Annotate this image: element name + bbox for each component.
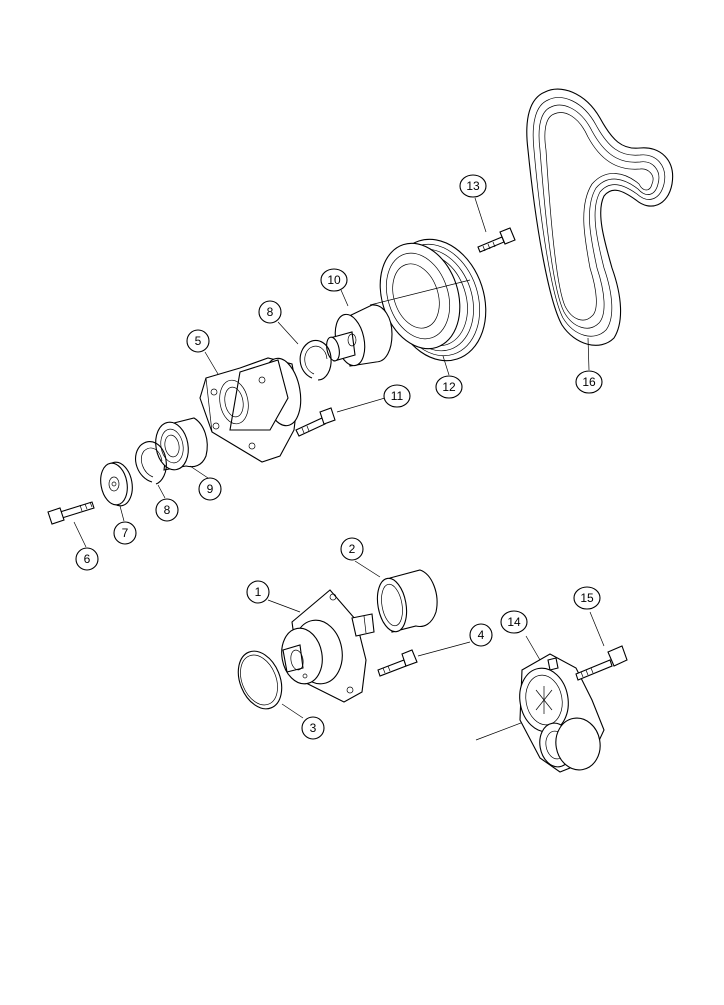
callout-9-label: 9 xyxy=(207,482,214,496)
callout-4: 4 xyxy=(469,623,493,647)
callout-8-upper-label: 8 xyxy=(267,305,274,319)
callout-8-upper: 8 xyxy=(258,300,282,324)
leader-8b xyxy=(157,484,166,499)
callout-11-label: 11 xyxy=(391,389,404,403)
part-9-bearing xyxy=(155,417,208,471)
part-16-drive-belt xyxy=(526,88,674,346)
leader-2 xyxy=(354,560,381,578)
callout-5: 5 xyxy=(186,329,210,353)
leader-9 xyxy=(189,465,209,479)
leader-10 xyxy=(340,289,349,307)
part-14-belt-tensioner xyxy=(475,653,605,773)
callout-16-label: 16 xyxy=(582,375,596,389)
leader-11 xyxy=(336,397,386,413)
callout-2: 2 xyxy=(340,537,364,561)
part-7-washer xyxy=(100,461,133,507)
leader-8a xyxy=(277,321,299,345)
part-15-bolt xyxy=(575,645,628,681)
leader-6 xyxy=(73,521,87,548)
leader-14 xyxy=(525,635,541,661)
callout-9: 9 xyxy=(198,477,222,501)
part-10-hub xyxy=(326,304,393,367)
part-8-snap-ring-lower xyxy=(135,441,167,485)
part-5-housing xyxy=(199,357,302,463)
callout-3-label: 3 xyxy=(310,721,317,735)
callout-1: 1 xyxy=(246,580,270,604)
leader-16 xyxy=(587,337,590,371)
leader-1 xyxy=(267,599,301,613)
callout-15-label: 15 xyxy=(580,591,594,605)
callout-8-lower-label: 8 xyxy=(164,503,171,517)
leader-7 xyxy=(119,505,125,522)
callout-8-lower: 8 xyxy=(155,498,179,522)
leader-15 xyxy=(589,611,605,647)
leader-3 xyxy=(281,703,304,719)
leader-12 xyxy=(442,355,450,376)
part-8-snap-ring-upper xyxy=(299,339,332,381)
callout-13: 13 xyxy=(459,174,487,198)
callout-14-label: 14 xyxy=(507,615,521,629)
callout-12-label: 12 xyxy=(442,380,456,394)
callout-15: 15 xyxy=(573,586,601,610)
leader-lines xyxy=(73,197,605,719)
callout-16: 16 xyxy=(575,370,603,394)
callout-10: 10 xyxy=(320,268,348,292)
callout-4-label: 4 xyxy=(478,628,485,642)
callout-3: 3 xyxy=(301,716,325,740)
callout-7: 7 xyxy=(113,521,137,545)
callout-2-label: 2 xyxy=(349,542,356,556)
part-6-bolt xyxy=(47,501,95,525)
callout-6: 6 xyxy=(75,547,99,571)
leader-5 xyxy=(204,351,219,375)
part-4-bolt xyxy=(377,649,418,677)
callout-1-label: 1 xyxy=(255,585,262,599)
callout-7-label: 7 xyxy=(122,526,129,540)
part-12-pulley xyxy=(369,238,487,362)
part-3-o-ring xyxy=(237,650,283,710)
part-11-bolt xyxy=(295,407,336,437)
callout-11: 11 xyxy=(383,384,411,408)
callout-13-label: 13 xyxy=(466,179,480,193)
callout-12: 12 xyxy=(435,375,463,399)
callout-5-label: 5 xyxy=(195,334,202,348)
leader-4 xyxy=(417,641,471,657)
part-13-bolt xyxy=(477,227,516,253)
leader-13 xyxy=(474,197,487,233)
part-1-water-pump xyxy=(281,589,375,703)
callout-10-label: 10 xyxy=(327,273,341,287)
callout-6-label: 6 xyxy=(84,552,91,566)
part-2-sleeve xyxy=(376,569,438,633)
callout-14: 14 xyxy=(500,610,528,634)
